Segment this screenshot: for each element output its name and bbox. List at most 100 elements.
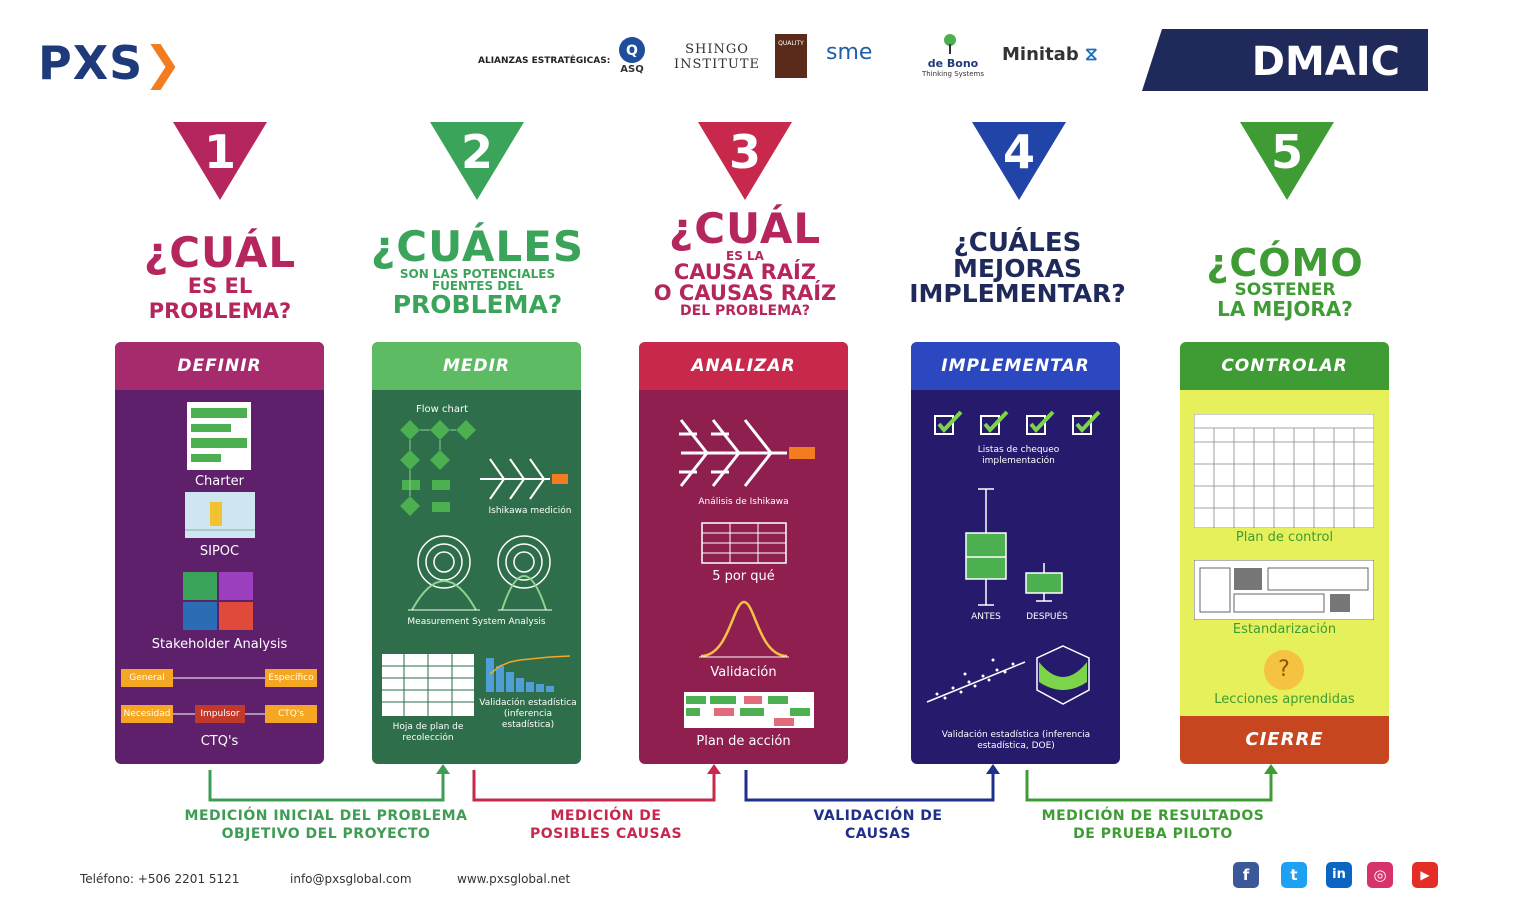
item-label: CTQ's bbox=[200, 734, 239, 749]
item-label: SIPOC bbox=[199, 544, 240, 559]
contact-website[interactable]: www.pxsglobal.net bbox=[457, 872, 571, 886]
tree-icon bbox=[944, 34, 956, 54]
contact-email[interactable]: info@pxsglobal.com bbox=[290, 872, 412, 886]
question-line: MEJORAS bbox=[952, 254, 1083, 283]
item-label: Stakeholder Analysis bbox=[151, 637, 288, 652]
step-triangles bbox=[173, 122, 1334, 200]
partner-name: de Bono bbox=[927, 57, 979, 70]
question-line: PROBLEMA? bbox=[148, 299, 292, 323]
item-label: Plan de control bbox=[1235, 530, 1334, 545]
phase-2-label: MEDICIÓN DE POSIBLES CAUSAS bbox=[506, 807, 706, 843]
phase-brackets bbox=[208, 764, 1278, 802]
phase-4-label: MEDICIÓN DE RESULTADOS DE PRUEBA PILOTO bbox=[1018, 807, 1288, 843]
phase-4-bracket bbox=[1025, 770, 1273, 802]
partner-name: ASQ bbox=[620, 64, 644, 75]
step-4-triangle bbox=[972, 122, 1066, 200]
thinking-face-icon: ? bbox=[1264, 650, 1304, 690]
contact-phone: Teléfono: +506 2201 5121 bbox=[80, 872, 240, 886]
sme-logo: sme bbox=[826, 40, 896, 65]
ishikawa-icon bbox=[679, 419, 815, 487]
debono-logo: de Bono Thinking Systems bbox=[918, 32, 988, 78]
card-title: MEDIR bbox=[372, 342, 581, 390]
question-line: O CAUSAS RAÍZ bbox=[653, 281, 837, 305]
partner-sub: Thinking Systems bbox=[922, 70, 984, 78]
phase-line: POSIBLES CAUSAS bbox=[529, 826, 683, 842]
step-3-question: ¿CUÁL ES LA CAUSA RAÍZ O CAUSAS RAÍZ DEL… bbox=[645, 204, 845, 319]
phase-line: MEDICIÓN INICIAL DEL PROBLEMA bbox=[184, 808, 468, 824]
item-label: Flow chart bbox=[415, 404, 468, 415]
action-plan-gantt-icon bbox=[684, 692, 814, 728]
logo-text: PXS bbox=[38, 36, 144, 90]
cierre-label: CIERRE bbox=[1180, 716, 1389, 764]
step-4-question: ¿CUÁLES MEJORAS IMPLEMENTAR? bbox=[900, 230, 1135, 306]
dmaic-banner: DMAIC bbox=[1142, 29, 1428, 91]
item-label: Listas de chequeo implementación bbox=[977, 445, 1060, 466]
step-3-number: 3 bbox=[728, 125, 761, 179]
step-3-triangle bbox=[698, 122, 792, 200]
pxs-logo: PXS❯ bbox=[38, 36, 183, 90]
phase-1-bracket bbox=[208, 770, 445, 802]
minitab-logo: Minitab ⧖ bbox=[1002, 44, 1098, 65]
partner-name: sme bbox=[826, 40, 873, 65]
question-line: PROBLEMA? bbox=[392, 290, 563, 319]
question-big: ¿CUÁL bbox=[668, 204, 822, 253]
data-collection-sheet-icon bbox=[382, 654, 474, 716]
card-controlar: CONTROLAR Plan de control Estandarizació… bbox=[1180, 342, 1389, 764]
phase-2-bracket bbox=[472, 770, 716, 802]
flow-chart-icon bbox=[400, 420, 476, 516]
card-title: IMPLEMENTAR bbox=[911, 342, 1120, 390]
ctq-box: Específico bbox=[265, 669, 317, 687]
charter-icon bbox=[187, 402, 251, 470]
phase-line: OBJETIVO DEL PROYECTO bbox=[221, 826, 431, 842]
step-2-question: ¿CUÁLES SON LAS POTENCIALES FUENTES DEL … bbox=[365, 226, 590, 319]
item-label: 5 por qué bbox=[712, 569, 775, 584]
question-line: SOSTENER bbox=[1234, 280, 1336, 300]
item-label: DESPUÉS bbox=[1026, 612, 1068, 622]
facebook-icon[interactable]: f bbox=[1233, 862, 1259, 888]
question-big: ¿CÓMO bbox=[1206, 241, 1364, 285]
phase-line: CAUSAS bbox=[844, 826, 912, 842]
card-analizar: ANALIZAR Análisis de Ishikawa 5 por qué … bbox=[639, 342, 848, 764]
asq-icon: Q bbox=[619, 37, 645, 63]
step-2-number: 2 bbox=[460, 125, 493, 179]
question-big: ¿CUÁLES bbox=[953, 228, 1082, 258]
fishbone-icon bbox=[480, 458, 568, 500]
step-5-triangle bbox=[1240, 122, 1334, 200]
question-line: SON LAS POTENCIALES bbox=[399, 267, 556, 281]
card-title: DEFINIR bbox=[115, 342, 324, 390]
checklist-icons bbox=[934, 410, 1101, 435]
item-label: Validación estadística (inferencia estad… bbox=[941, 730, 1091, 751]
instagram-icon[interactable]: ◎ bbox=[1367, 862, 1393, 888]
item-label: Measurement System Analysis bbox=[407, 617, 546, 627]
card-medir: MEDIR Flow chart Ishikawa medición Measu… bbox=[372, 342, 581, 764]
stakeholder-matrix-icon bbox=[183, 572, 253, 630]
twitter-icon[interactable]: t bbox=[1281, 862, 1307, 888]
boxplot-icon bbox=[965, 488, 1063, 606]
phase-line: MEDICIÓN DE bbox=[550, 808, 662, 824]
item-label: Validación bbox=[710, 665, 777, 680]
control-plan-icon bbox=[1194, 414, 1374, 528]
phase-line: MEDICIÓN DE RESULTADOS bbox=[1041, 808, 1265, 824]
five-whys-table-icon bbox=[701, 522, 787, 564]
item-label: Validación estadística (inferencia estad… bbox=[479, 698, 577, 730]
card-implementar: IMPLEMENTAR Listas de chequeo implementa… bbox=[911, 342, 1120, 764]
ctq-box: Impulsor bbox=[195, 705, 245, 723]
card-definir: DEFINIR Charter SIPOC Stakeholder Analys… bbox=[115, 342, 324, 764]
step-1-number: 1 bbox=[203, 125, 236, 179]
question-line: ES EL bbox=[187, 274, 253, 298]
question-line: LA MEJORA? bbox=[1217, 297, 1353, 321]
indiana-quality-logo: QUALITY bbox=[775, 34, 807, 78]
question-line: DEL PROBLEMA? bbox=[680, 303, 810, 319]
card-title: ANALIZAR bbox=[639, 342, 848, 390]
ctq-box: Necesidad bbox=[121, 705, 173, 723]
step-5-number: 5 bbox=[1270, 125, 1303, 179]
svg-text:Q: Q bbox=[626, 43, 638, 59]
item-label: Hoja de plan de recolección bbox=[392, 722, 464, 743]
question-line: IMPLEMENTAR? bbox=[909, 279, 1126, 308]
dmaic-title: DMAIC bbox=[1251, 39, 1400, 85]
linkedin-icon[interactable]: in bbox=[1326, 862, 1352, 888]
pareto-icon bbox=[486, 655, 571, 692]
youtube-icon[interactable]: ▶ bbox=[1412, 862, 1438, 888]
phase-3-bracket bbox=[744, 770, 995, 802]
sipoc-icon bbox=[185, 492, 255, 538]
